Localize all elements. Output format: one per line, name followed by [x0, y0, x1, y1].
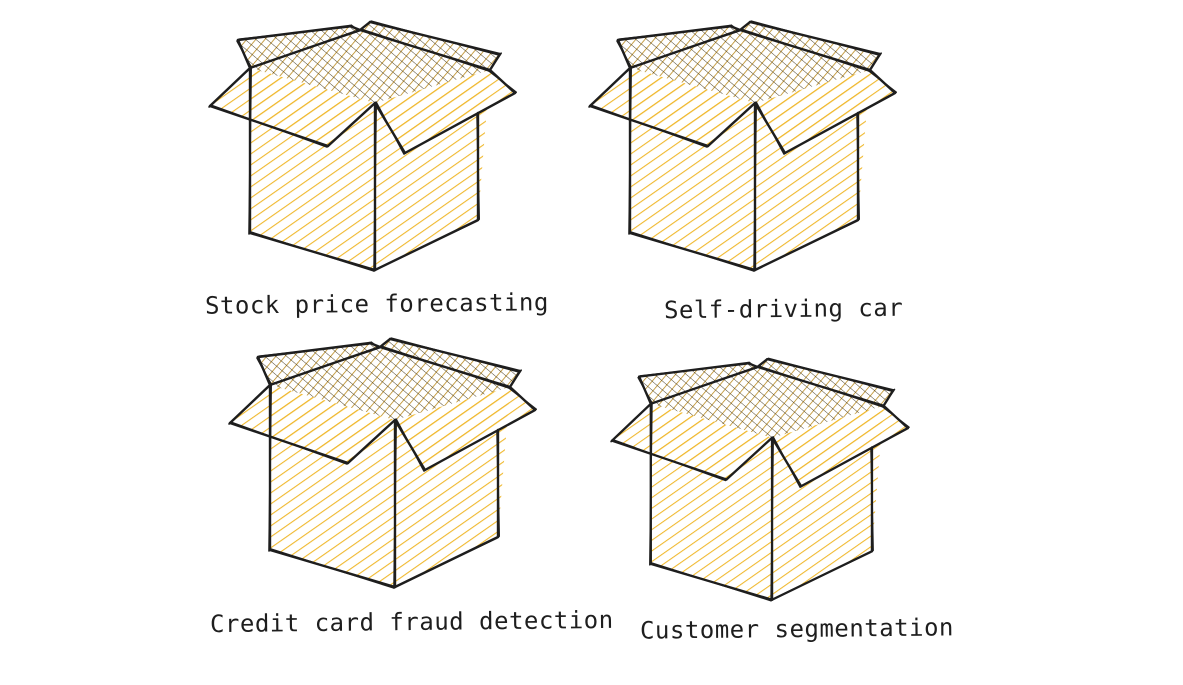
box-edge [230, 421, 348, 465]
box-edge [256, 357, 273, 386]
box-flap-right [772, 405, 908, 487]
box-edge [508, 369, 523, 389]
box-edge [785, 93, 895, 153]
box-edge [370, 341, 380, 349]
box-edge [488, 52, 503, 72]
box-edge [380, 345, 510, 389]
box-edge [228, 383, 273, 425]
box-edge [270, 347, 380, 386]
box-edge [755, 101, 785, 155]
box-edge [856, 113, 861, 220]
box-edge [250, 231, 375, 272]
box-flap-right [395, 387, 535, 470]
box-edge [476, 113, 481, 220]
box-edge [651, 367, 758, 404]
box-edge [630, 231, 755, 272]
box-edge [708, 103, 755, 146]
box-edge [740, 22, 750, 31]
box-edge [770, 436, 774, 602]
box-edge [628, 66, 633, 235]
box-edge [748, 361, 758, 369]
box-edge [425, 410, 535, 470]
box-edge [590, 104, 708, 148]
box-edge [750, 20, 880, 56]
box-back-flap-right [740, 22, 880, 70]
box-edge [637, 376, 653, 404]
box-edge [651, 562, 772, 602]
box-edge [236, 40, 253, 69]
box-label-stock-price-forecasting: Stock price forecasting [204, 288, 549, 320]
box-label-credit-card-fraud-detection: Credit card fraud detection [209, 605, 614, 639]
box-edge [610, 402, 653, 443]
box-edge [210, 104, 328, 148]
box-edge [348, 420, 395, 463]
box-edge [649, 402, 653, 566]
box-edge [395, 418, 425, 472]
box-edge [868, 70, 898, 93]
box-edge [630, 30, 740, 69]
box-edge [757, 365, 884, 408]
box-edge [390, 337, 520, 373]
open-box-icon [610, 357, 910, 602]
box-edge [755, 220, 858, 270]
box-edge [612, 439, 727, 482]
box-back-flap-right [757, 359, 894, 406]
box-edge [767, 357, 894, 392]
box-edge [268, 383, 273, 552]
box-edge [208, 66, 253, 108]
box-edge [238, 26, 350, 40]
box-edge [375, 220, 478, 270]
box-edge [772, 436, 801, 488]
box-edge [801, 428, 908, 487]
box-edge [881, 405, 910, 429]
box-edge [618, 26, 730, 40]
box-edge [772, 551, 872, 600]
box-edge [360, 22, 370, 31]
box-edge [380, 339, 390, 348]
box-edge [753, 101, 757, 272]
box-edge [405, 93, 515, 153]
box-edge [639, 363, 748, 377]
box-edge [488, 70, 518, 93]
box-edge [328, 103, 375, 146]
box-label-customer-segmentation: Customer segmentation [639, 613, 955, 645]
box-edge [350, 24, 360, 32]
open-box-icon [228, 337, 538, 589]
box-back-flap-right [360, 22, 500, 70]
box-back-flap-right [380, 339, 520, 387]
open-box-icon [588, 20, 898, 272]
box-edge [270, 548, 395, 589]
box-edge [393, 418, 397, 589]
box-edge [757, 359, 768, 367]
box-edge [375, 101, 405, 155]
box-label-self-driving-car: Self-driving car [663, 293, 904, 325]
box-edge [496, 430, 501, 537]
box-edge [250, 30, 360, 69]
box-edge [730, 24, 740, 32]
box-edge [868, 52, 883, 72]
box-edge [395, 537, 498, 587]
box-edge [373, 101, 377, 272]
box-edge [588, 66, 633, 108]
box-edge [726, 437, 772, 480]
box-edge [740, 28, 870, 72]
box-edge [258, 343, 370, 357]
open-box-icon [208, 20, 518, 272]
box-flap-right [755, 70, 895, 153]
box-edge [881, 388, 896, 408]
box-edge [870, 447, 874, 552]
box-edge [248, 66, 253, 235]
box-flap-right [375, 70, 515, 153]
box-edge [616, 40, 633, 69]
box-edge [370, 20, 500, 56]
box-edge [508, 387, 538, 410]
box-edge [360, 28, 490, 72]
